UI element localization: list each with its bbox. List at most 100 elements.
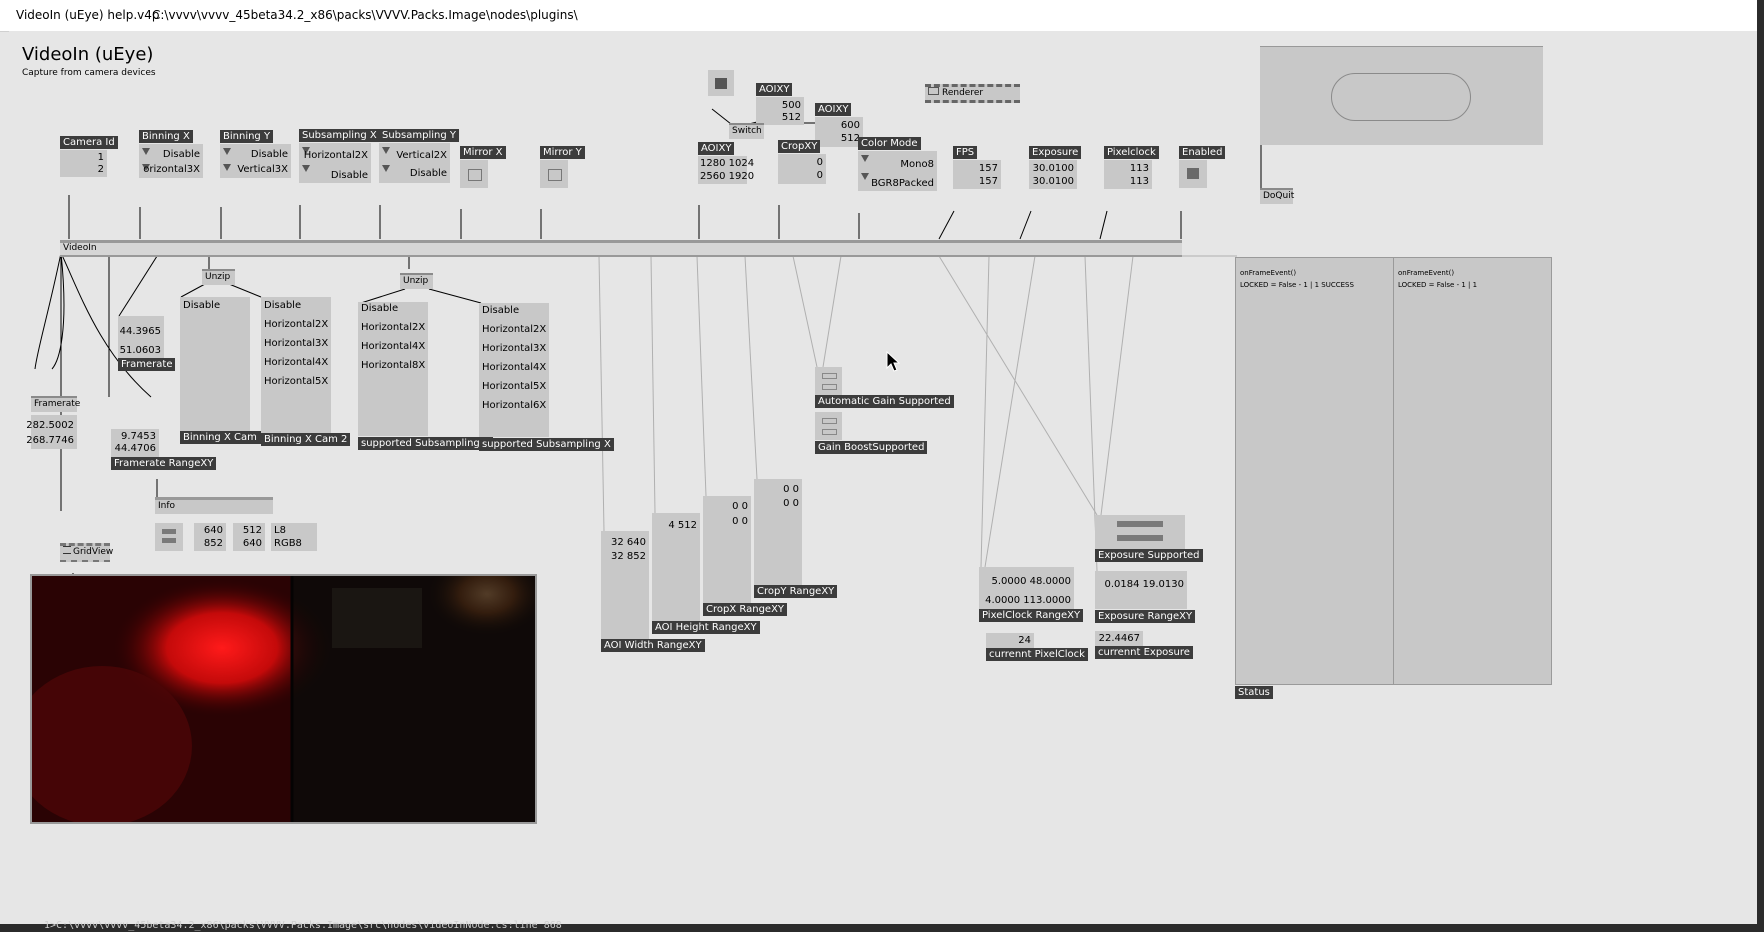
cropy-r2: 0 0 — [783, 498, 799, 509]
framerate-range-v1: 9.7453 — [121, 431, 156, 442]
aoixy-input-box[interactable]: 1280 1024 2560 1920 — [698, 156, 754, 184]
supported-subsampling-box-2[interactable]: Disable Horizontal2X Horizontal3X Horizo… — [479, 303, 549, 437]
video-preview[interactable] — [30, 574, 537, 824]
scrollbar-edge — [1757, 0, 1764, 932]
pixelclock-range-r1: 5.0000 48.0000 — [991, 576, 1071, 587]
patch-canvas[interactable]: VideoIn (uEye) Capture from camera devic… — [9, 31, 1757, 924]
bar-icon — [822, 418, 837, 424]
cropy-box[interactable]: 0 0 0 0 — [754, 479, 802, 585]
toggle-off-icon — [548, 169, 562, 181]
gridview-node[interactable]: GridView — [60, 543, 114, 562]
current-exposure-box[interactable]: 22.4467 — [1095, 631, 1143, 646]
unzip-node-2[interactable]: Unzip — [400, 273, 433, 289]
info-bars-box[interactable] — [155, 523, 183, 551]
subsampling-x-label: Subsampling X — [299, 129, 380, 142]
camera-id-label: Camera Id — [60, 136, 118, 149]
subsampling-y-enum[interactable]: Vertical2X Disable — [379, 143, 450, 183]
debug-output-strip: 1>C:\vvvv\vvvv_45beta34.2_x86\packs\VVVV… — [0, 920, 1764, 932]
info-height-box[interactable]: 512 640 — [233, 523, 265, 551]
status-column-1[interactable]: onFrameEvent() LOCKED = False - 1 | 1 SU… — [1235, 257, 1394, 685]
exposure-range-box[interactable]: 0.0184 19.0130 — [1095, 571, 1187, 609]
toggle-indicator — [715, 78, 727, 89]
mirror-x-toggle[interactable] — [460, 160, 488, 188]
switch-node[interactable]: Switch — [729, 123, 764, 139]
aoixy-box-2[interactable]: 600 512 — [815, 117, 863, 147]
framerate-out-v1: 44.3965 — [119, 326, 161, 337]
subsampling-x-v2: Disable — [330, 170, 368, 181]
binning-x-cam1-box[interactable]: Disable — [180, 297, 250, 431]
aoixy-input-label: AOIXY — [698, 142, 735, 155]
camera-id-box[interactable]: 1 2 — [60, 150, 107, 177]
pixelclock-box[interactable]: 113 113 — [1104, 160, 1152, 189]
framerate-node[interactable]: Framerate — [31, 396, 80, 412]
binning-cam2-item: Disable — [264, 300, 302, 311]
patch-links — [34, 108, 1262, 579]
renderer-node[interactable]: Renderer — [925, 84, 1020, 103]
gridview-label: GridView — [73, 547, 114, 557]
framerate-node-box[interactable]: 282.5002 268.7746 — [26, 415, 77, 449]
current-pixelclock-box[interactable]: 24 — [986, 633, 1034, 648]
cropx-box[interactable]: 0 0 0 0 — [703, 496, 751, 603]
binning-cam2-item: Horizontal4X — [264, 357, 329, 368]
color-mode-enum[interactable]: Mono8 BGR8Packed — [858, 151, 937, 191]
dropdown-arrow-icon — [861, 155, 869, 162]
binning-y-enum[interactable]: Disable Vertical3X — [220, 144, 291, 178]
aoi-height-box[interactable]: 4 512 — [652, 513, 700, 621]
cropxy-box[interactable]: 0 0 — [778, 154, 826, 184]
enabled-toggle[interactable] — [1179, 160, 1207, 188]
renderer-icon — [928, 87, 939, 95]
aoi-width-r2: 32 852 — [611, 551, 646, 562]
aoixy-box-1[interactable]: 500 512 — [756, 97, 804, 125]
aoixy-r2: 2560 1920 — [700, 171, 755, 182]
framerate-range-label: Framerate RangeXY — [111, 457, 217, 470]
unzip-node-1[interactable]: Unzip — [202, 269, 235, 285]
toggle-on-icon — [1187, 168, 1199, 179]
dropdown-arrow-icon — [302, 147, 310, 154]
pixelclock-range-box[interactable]: 5.0000 48.0000 4.0000 113.0000 — [979, 567, 1074, 609]
exposure-v1: 30.0100 — [1032, 163, 1074, 174]
aoixy-label-2: AOIXY — [815, 103, 852, 116]
aoi-width-box[interactable]: 32 640 32 852 — [601, 531, 649, 639]
info-format-box[interactable]: L8 RGB8 — [271, 523, 317, 551]
framerate-range-v2: 44.4706 — [114, 443, 156, 454]
supported-subsampling-box-1[interactable]: Disable Horizontal2X Horizontal4X Horizo… — [358, 302, 428, 436]
window-title: VideoIn (uEye) help.v4p — [16, 8, 160, 22]
renderer-preview[interactable] — [1260, 46, 1543, 145]
subsampling-item: Horizontal2X — [482, 324, 547, 335]
color-mode-v1: Mono8 — [900, 159, 934, 170]
subsampling-y-v1: Vertical2X — [396, 150, 447, 161]
subsampling-y-v2: Disable — [409, 168, 447, 179]
subsampling-y-label: Subsampling Y — [379, 129, 459, 142]
camera-id-v1: 1 — [97, 152, 104, 163]
exposure-supported-box[interactable] — [1095, 515, 1185, 549]
framerate-out-box[interactable]: 44.3965 51.0603 — [118, 316, 164, 358]
mirror-y-toggle[interactable] — [540, 160, 568, 188]
gain-boost-box[interactable] — [815, 412, 842, 440]
camera-frame-image — [32, 576, 535, 822]
fps-v1: 157 — [978, 163, 998, 174]
toggle-box[interactable] — [708, 70, 734, 96]
binning-x-cam2-box[interactable]: Disable Horizontal2X Horizontal3X Horizo… — [261, 297, 331, 433]
fps-box[interactable]: 157 157 — [953, 160, 1001, 189]
framerate-out-v2: 51.0603 — [119, 345, 161, 356]
current-exposure-label: currennt Exposure — [1095, 646, 1193, 659]
auto-gain-box[interactable] — [815, 367, 842, 395]
info-node[interactable]: Info — [155, 497, 273, 514]
exposure-box[interactable]: 30.0100 30.0100 — [1029, 160, 1077, 189]
toggle-off-icon — [468, 169, 482, 181]
subsampling-x-enum[interactable]: Horizontal2X Disable — [299, 143, 371, 183]
bar-icon — [822, 429, 837, 435]
doquit-node[interactable]: DoQuit — [1260, 188, 1294, 204]
framerate-out-label: Framerate — [118, 358, 176, 371]
aoi-width-r1: 32 640 — [611, 537, 646, 548]
videoin-node[interactable]: VideoIn — [60, 240, 1182, 257]
status-column-2[interactable]: onFrameEvent() LOCKED = False - 1 | 1 — [1393, 257, 1552, 685]
aoixy-label-1: AOIXY — [756, 83, 793, 96]
framerate-range-box[interactable]: 9.7453 44.4706 — [111, 429, 159, 457]
subsampling-item: Disable — [482, 305, 520, 316]
cropxy-v1: 0 — [816, 157, 823, 168]
binning-x-enum[interactable]: Disable orizontal3X — [139, 144, 203, 178]
binning-x-v2: orizontal3X — [143, 164, 200, 175]
info-width-box[interactable]: 640 852 — [194, 523, 226, 551]
pixelclock-v1: 113 — [1129, 163, 1149, 174]
